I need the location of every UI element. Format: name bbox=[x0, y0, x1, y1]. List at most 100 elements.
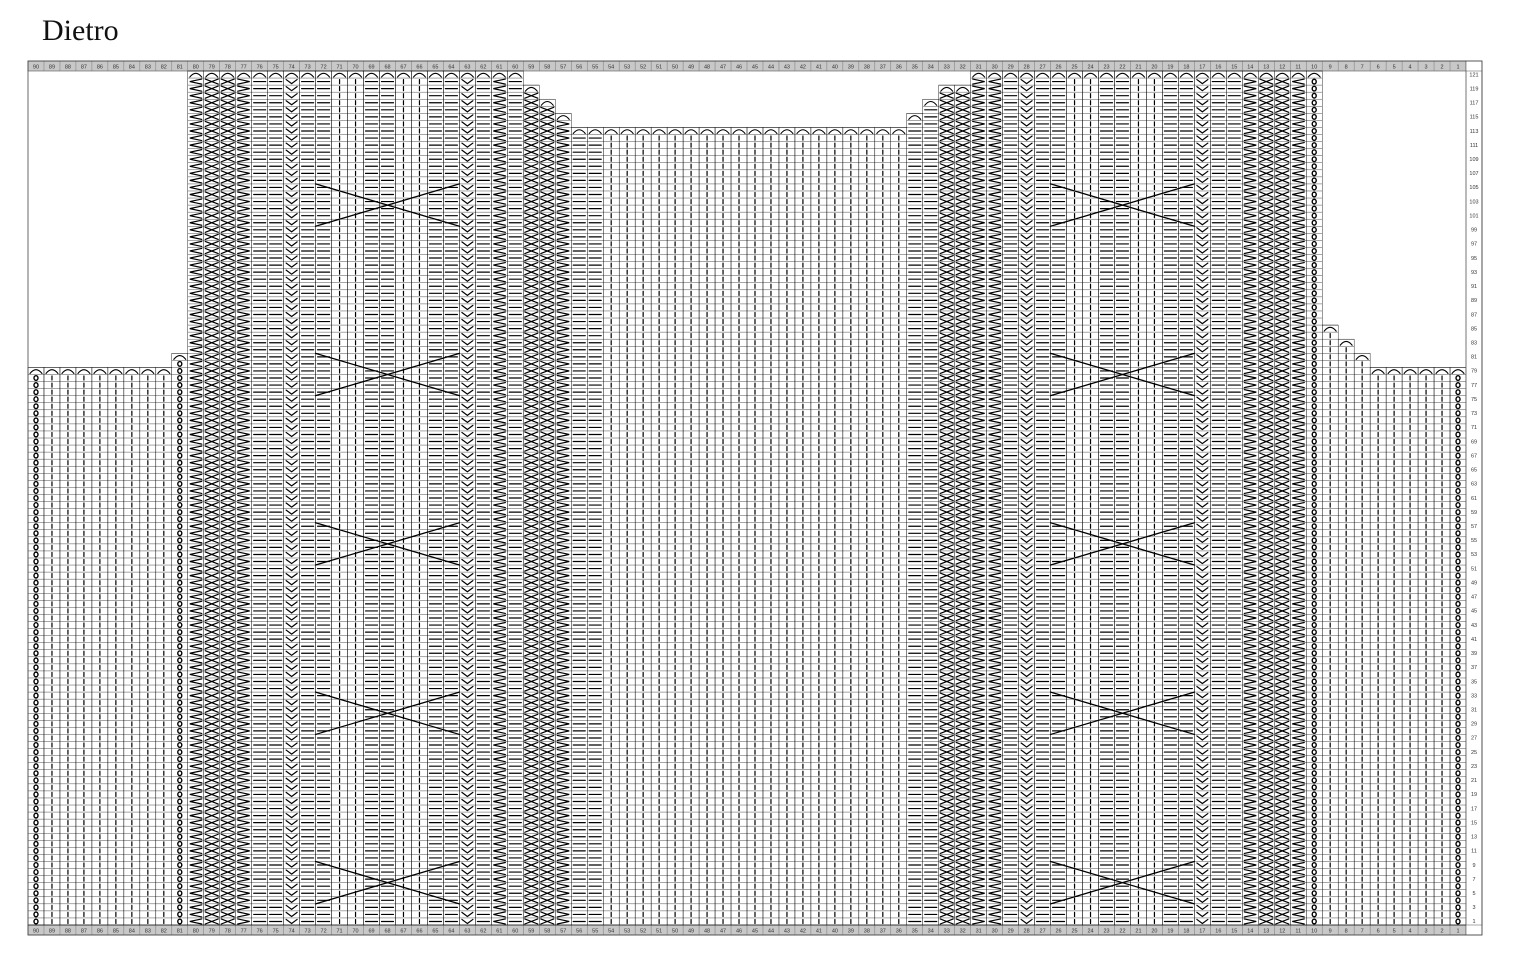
row-number: 91 bbox=[1471, 284, 1477, 290]
stitch-symbol bbox=[972, 120, 985, 128]
stitch-symbol bbox=[972, 269, 985, 276]
stitch-symbol bbox=[972, 304, 985, 311]
stitch-symbol bbox=[1311, 480, 1317, 487]
row-number: 115 bbox=[1470, 115, 1479, 121]
stitch-symbol bbox=[972, 431, 985, 438]
stitch-symbol bbox=[988, 318, 1002, 325]
stitch-symbol bbox=[939, 657, 954, 664]
stitch-symbol bbox=[939, 480, 954, 488]
stitch-symbol bbox=[988, 713, 1002, 720]
stitch-symbol bbox=[1179, 72, 1193, 78]
stitch-symbol bbox=[1196, 551, 1209, 558]
stitch-symbol bbox=[1259, 396, 1274, 403]
stitch-symbol bbox=[1292, 417, 1305, 424]
row-number: 111 bbox=[1470, 143, 1478, 149]
stitch-symbol bbox=[1243, 85, 1257, 92]
stitch-symbol bbox=[1292, 459, 1305, 466]
stitch-symbol bbox=[1292, 897, 1305, 904]
stitch-symbol bbox=[1020, 361, 1033, 367]
stitch-symbol bbox=[955, 396, 970, 403]
stitch-symbol bbox=[1196, 460, 1209, 466]
stitch-symbol bbox=[1259, 621, 1274, 629]
stitch-symbol bbox=[1196, 184, 1209, 191]
stitch-symbol bbox=[1455, 650, 1461, 657]
column-number: 66 bbox=[416, 929, 422, 935]
stitch-symbol bbox=[1259, 734, 1274, 742]
stitch-symbol bbox=[1311, 572, 1317, 579]
stitch-symbol bbox=[972, 452, 985, 459]
stitch-symbol bbox=[1259, 720, 1274, 727]
stitch-symbol bbox=[972, 530, 985, 537]
stitch-symbol bbox=[1259, 741, 1274, 749]
stitch-symbol bbox=[988, 226, 1002, 233]
stitch-symbol bbox=[988, 537, 1002, 544]
stitch-symbol bbox=[1196, 121, 1209, 127]
stitch-symbol bbox=[972, 636, 985, 643]
stitch-symbol bbox=[1275, 177, 1290, 184]
stitch-symbol bbox=[1020, 601, 1033, 607]
stitch-symbol bbox=[1227, 72, 1241, 78]
column-number: 70 bbox=[352, 929, 358, 935]
stitch-symbol bbox=[955, 163, 970, 170]
stitch-symbol bbox=[988, 607, 1002, 615]
stitch-symbol bbox=[988, 156, 1002, 163]
stitch-symbol bbox=[972, 819, 985, 826]
stitch-symbol bbox=[1455, 558, 1461, 565]
stitch-symbol bbox=[1275, 833, 1290, 840]
stitch-symbol bbox=[1455, 629, 1461, 636]
stitch-symbol bbox=[1020, 911, 1033, 918]
stitch-symbol bbox=[955, 304, 970, 311]
stitch-symbol bbox=[1259, 883, 1274, 890]
stitch-symbol bbox=[939, 614, 954, 622]
stitch-symbol bbox=[1371, 369, 1385, 375]
stitch-symbol bbox=[1292, 614, 1305, 622]
row-number: 93 bbox=[1471, 270, 1477, 276]
stitch-symbol bbox=[1275, 438, 1290, 445]
stitch-symbol bbox=[1243, 480, 1257, 488]
stitch-symbol bbox=[1196, 424, 1209, 431]
stitch-symbol bbox=[1020, 142, 1033, 148]
stitch-symbol bbox=[924, 100, 938, 106]
column-number: 2 bbox=[1441, 929, 1444, 935]
stitch-symbol bbox=[972, 911, 985, 918]
stitch-symbol bbox=[1455, 904, 1461, 911]
column-number: 58 bbox=[544, 65, 550, 71]
stitch-symbol bbox=[1020, 855, 1033, 861]
stitch-symbol bbox=[1259, 600, 1274, 607]
row-number: 45 bbox=[1471, 609, 1477, 615]
stitch-symbol bbox=[1243, 283, 1257, 290]
row-number: 33 bbox=[1471, 693, 1477, 699]
stitch-symbol bbox=[1020, 918, 1033, 925]
column-number: 33 bbox=[944, 65, 950, 71]
stitch-symbol bbox=[972, 650, 985, 657]
stitch-symbol bbox=[939, 283, 954, 290]
stitch-symbol bbox=[955, 861, 970, 869]
row-number: 63 bbox=[1471, 482, 1477, 488]
stitch-symbol bbox=[955, 156, 970, 163]
stitch-symbol bbox=[1292, 911, 1305, 918]
stitch-symbol bbox=[955, 501, 970, 509]
column-number: 90 bbox=[33, 65, 39, 71]
stitch-symbol bbox=[1020, 375, 1033, 381]
stitch-symbol bbox=[939, 770, 954, 777]
stitch-symbol bbox=[955, 247, 970, 255]
stitch-symbol bbox=[955, 311, 970, 318]
stitch-symbol bbox=[972, 254, 985, 262]
column-number: 24 bbox=[1087, 65, 1093, 71]
stitch-symbol bbox=[939, 156, 954, 163]
stitch-symbol bbox=[1311, 523, 1317, 530]
stitch-symbol bbox=[939, 819, 954, 826]
stitch-symbol bbox=[955, 572, 970, 579]
stitch-symbol bbox=[955, 904, 970, 911]
stitch-symbol bbox=[1259, 565, 1274, 572]
stitch-symbol bbox=[1455, 622, 1461, 629]
stitch-symbol bbox=[1020, 234, 1033, 240]
stitch-symbol bbox=[1259, 261, 1274, 269]
stitch-symbol bbox=[1259, 875, 1274, 883]
stitch-symbol bbox=[1196, 728, 1209, 734]
stitch-symbol bbox=[1259, 890, 1274, 897]
stitch-symbol bbox=[1311, 657, 1317, 664]
stitch-symbol bbox=[1311, 410, 1317, 417]
stitch-symbol bbox=[972, 141, 985, 149]
stitch-symbol bbox=[955, 706, 970, 713]
